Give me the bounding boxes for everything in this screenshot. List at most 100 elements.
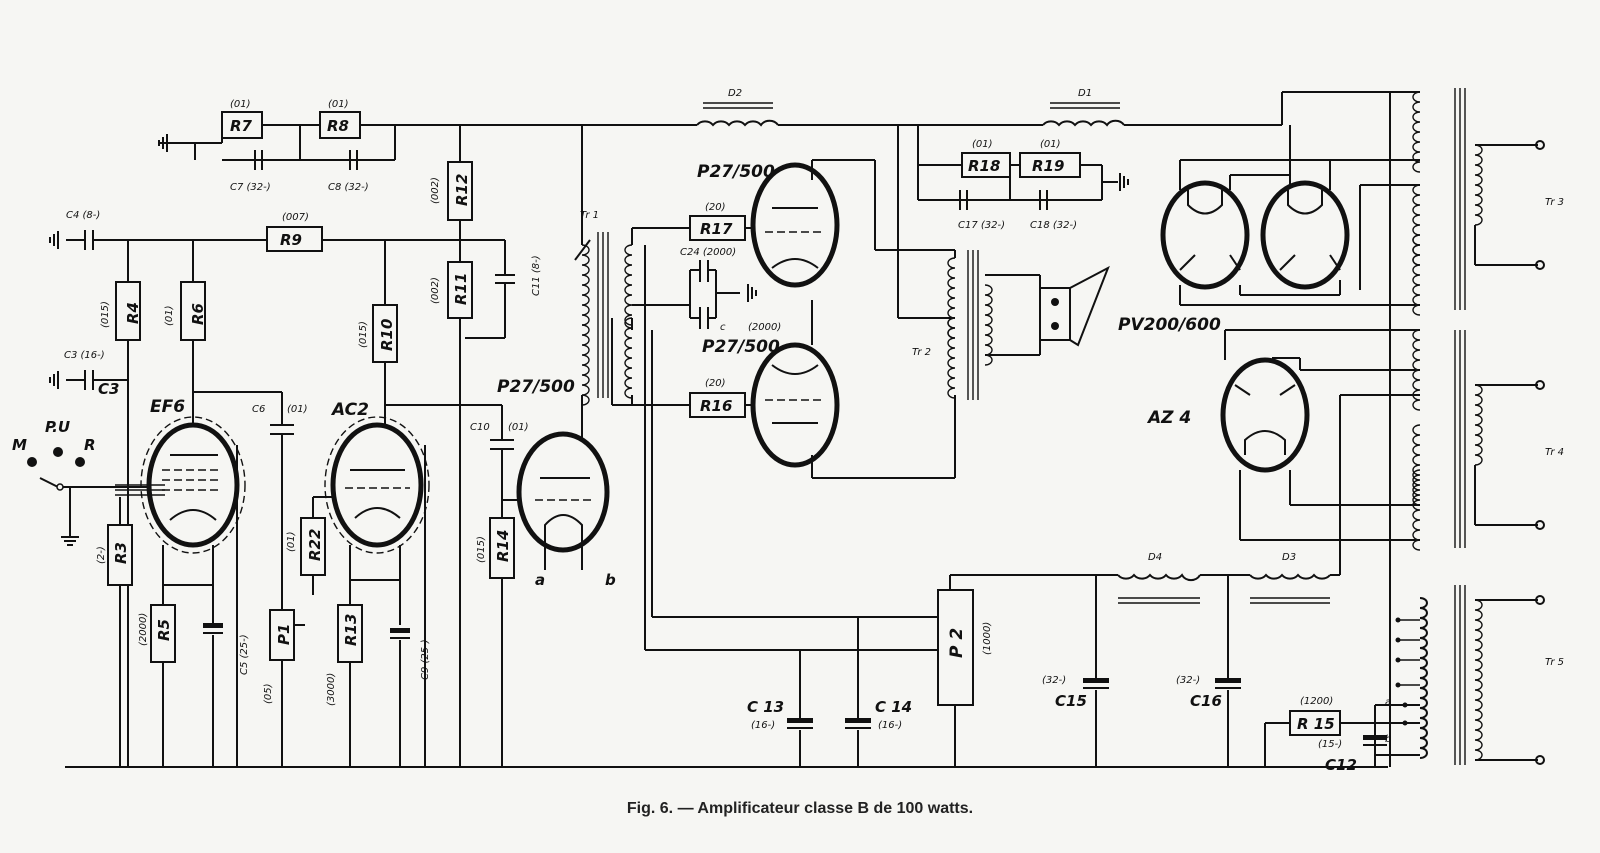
label-c15: C15 [1055,692,1087,710]
label-r12: R12 [453,174,471,206]
transformer-tr1 [574,232,633,406]
tube-label-az4: AZ 4 [1146,408,1191,428]
resistor-r22 [300,517,326,576]
value-r14: (015) [476,536,487,563]
capacitor-symbols [84,150,1387,746]
label-c11: C11 (8-) [531,255,542,296]
label-d2: D2 [728,88,742,99]
value-r6: (01) [164,305,175,326]
tube-label-p27-upper: P27/500 [697,162,775,182]
pot-p1 [269,609,295,661]
label-p2: P 2 [947,628,967,658]
value-r18: (01) [972,139,993,150]
value-c24c: (2000) [748,322,781,333]
resistor-r6 [180,281,206,341]
value-r13: (3000) [326,673,337,706]
label-c16: C16 [1190,692,1222,710]
label-r5: R5 [155,619,173,641]
resistor-r14 [489,517,515,579]
value-r15: (1200) [1300,696,1333,707]
tube-label-p27-lower: P27/500 [702,337,780,357]
resistor-r18 [961,152,1011,178]
value-c14: (16-) [878,720,902,731]
tube-p27-lower [750,342,840,478]
value-c12: (15-) [1318,739,1342,750]
terminal-b1: b [605,571,616,589]
label-c5: C5 (25-) [239,634,250,675]
label-d3: D3 [1282,552,1296,563]
label-c9: C9 (25-) [420,639,431,680]
tube-az4 [1220,357,1310,473]
figure-caption: Fig. 6. — Amplificateur classe B de 100 … [626,800,974,817]
tube-label-p27-driver: P27/500 [497,377,575,397]
input-label-r: R [84,436,96,454]
label-r3: R3 [112,542,130,564]
tube-label-pv: PV200/600 [1118,315,1221,335]
resistor-boxes [107,111,1341,736]
label-r18: R18 [968,157,1000,175]
label-d1: D1 [1078,88,1092,99]
label-r16: R16 [700,397,732,415]
label-tr1: Tr 1 [580,210,599,221]
label-tr4: Tr 4 [1545,447,1564,458]
labels: EF6 AC2 P27/500 P27/500 P27/500 PV200/60… [12,88,1564,774]
resistor-r3 [107,524,133,586]
label-c10: C10 [470,422,490,433]
value-r8: (01) [328,99,349,110]
label-r10: R10 [378,319,396,351]
label-p1: P1 [275,624,293,645]
transformer-tr2 [947,250,993,400]
label-r17: R17 [700,220,733,238]
label-c6: C6 [252,404,265,415]
transformer-tr3 [1412,88,1545,316]
tube-p27-upper [750,160,840,288]
label-tr3: Tr 3 [1545,197,1564,208]
input-label-m: M [12,436,27,454]
tube-p27-driver [516,431,610,570]
label-d4: D4 [1148,552,1162,563]
resistor-r11 [447,261,473,319]
resistor-r12 [447,161,473,221]
tube-pv-right [1260,180,1350,290]
ground-symbols [49,133,1129,546]
resistor-r4 [115,281,141,341]
resistor-r9 [266,226,323,252]
loudspeaker [1039,265,1110,347]
value-c15: (32-) [1042,675,1066,686]
label-c8: C8 (32-) [328,182,369,193]
label-c4: C4 (8-) [66,210,100,221]
terminal-b2: b [1385,734,1391,745]
resistor-r8 [319,111,361,139]
value-p1: (05) [263,683,274,704]
chokes [696,102,1331,604]
label-r22: R22 [306,529,324,561]
transformer-tr5 [1395,585,1545,765]
label-c3b: C3 [98,380,119,398]
resistor-r7 [221,111,263,139]
tube-label-ef6: EF6 [150,397,185,417]
tube-pv-left [1160,180,1250,290]
value-r4: (015) [100,301,111,328]
value-r10: (015) [358,321,369,348]
value-r16: (20) [705,378,726,389]
value-r3: (2-) [96,546,107,564]
resistor-r16 [689,392,746,418]
tube-label-ac2: AC2 [330,400,369,420]
tube-ef6 [115,416,246,554]
value-r19: (01) [1040,139,1061,150]
transformer-tr4 [1412,329,1545,551]
label-r8: R8 [327,117,349,135]
label-r13: R13 [342,614,360,646]
label-r15: R 15 [1297,715,1335,733]
label-tr2: Tr 2 [912,347,931,358]
value-r17: (20) [705,202,726,213]
label-r7: R7 [230,117,253,135]
terminal-a2: a [1385,697,1391,708]
resistor-r10 [372,304,398,363]
label-c24c: c [720,322,726,333]
label-tr5: Tr 5 [1545,657,1564,668]
label-r4: R4 [124,302,142,324]
label-c17: C17 (32-) [958,220,1005,231]
label-c7: C7 (32-) [230,182,271,193]
value-r11: (002) [430,277,441,304]
